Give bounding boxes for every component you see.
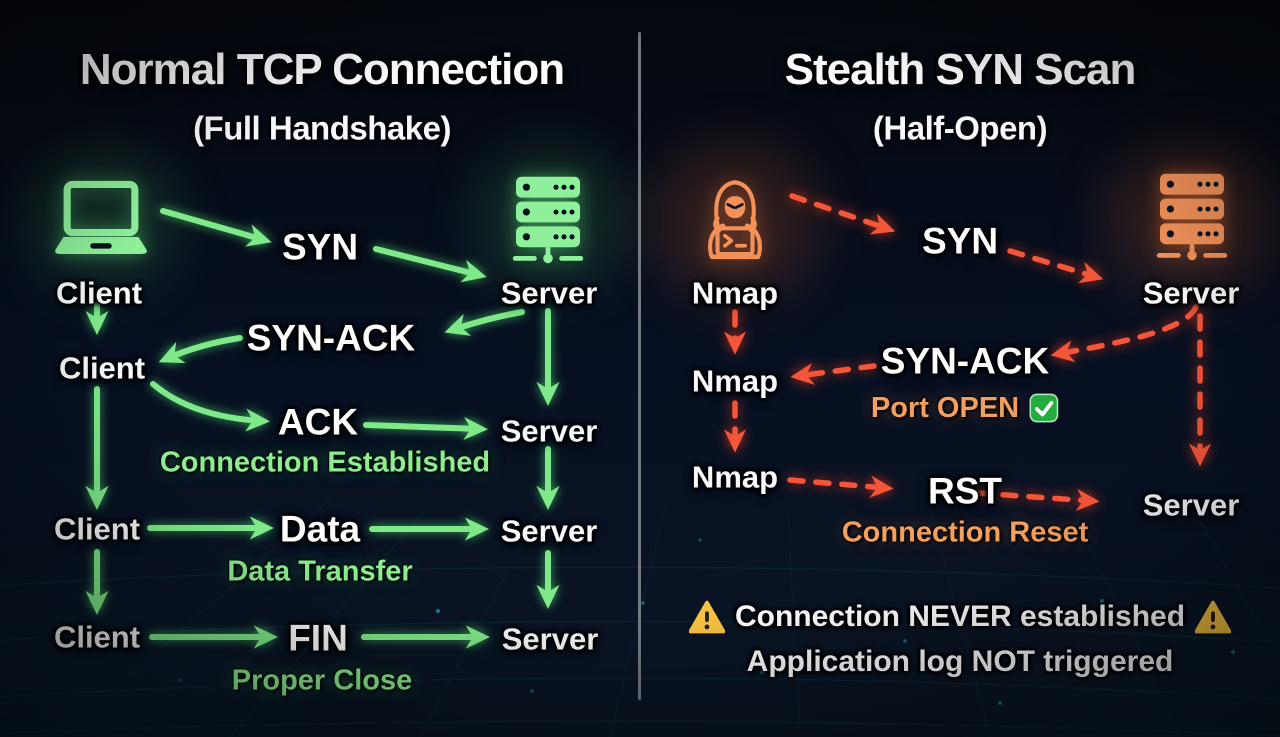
warning-line-1: Connection NEVER established (688, 600, 1232, 634)
nmap-label-1: Nmap (691, 275, 779, 311)
client-label-4: Client (53, 619, 141, 655)
message-fin: FIN (288, 617, 348, 659)
laptop-icon (52, 180, 150, 262)
left-panel-title: Normal TCP Connection (79, 45, 565, 94)
arrow-synack-nmap2 (790, 362, 877, 385)
arrow-ack-server2 (363, 416, 488, 441)
message-data: Data (279, 508, 361, 550)
caption-connection-established: Connection Established (159, 446, 491, 479)
server-label-4: Server (501, 621, 599, 657)
arrow-syn-server (373, 246, 487, 283)
message-syn-ack: SYN-ACK (880, 340, 1050, 382)
arrow-nmap3-rst (787, 475, 894, 498)
right-panel-title: Stealth SYN Scan (784, 45, 1137, 94)
arrow-client2-ack (150, 381, 270, 432)
warning-triangle-icon (688, 600, 726, 634)
arrow-syn-server (1007, 248, 1104, 284)
stealth-syn-panel: Stealth SYN Scan (Half-Open) (640, 0, 1280, 737)
client-label-2: Client (58, 350, 146, 386)
client-label-1: Client (55, 275, 143, 311)
arrow-client-syn (160, 208, 272, 247)
caption-port-open: Port OPEN (871, 393, 1059, 423)
server-label-1: Server (1142, 275, 1240, 311)
server-label-3: Server (500, 513, 598, 549)
caption-data-transfer: Data Transfer (227, 555, 413, 588)
server-label-2: Server (1142, 487, 1240, 523)
normal-tcp-panel: Normal TCP Connection (Full Handshake) (52, 45, 599, 697)
warning-text-1: Connection NEVER established (734, 600, 1186, 633)
caption-connection-reset: Connection Reset (841, 516, 1089, 549)
arrow-server-synack (444, 309, 525, 336)
arrow-server-synack (1050, 304, 1199, 363)
port-open-text: Port OPEN (870, 391, 1020, 424)
caption-proper-close: Proper Close (231, 664, 413, 697)
right-panel-subtitle: (Half-Open) (872, 109, 1048, 147)
warning-line-2: Application log NOT triggered (747, 647, 1174, 677)
arrow-nmap-syn (789, 193, 896, 235)
server-icon (508, 175, 588, 265)
message-ack: ACK (277, 401, 359, 443)
warning-triangle-icon (1194, 600, 1232, 634)
message-syn: SYN (921, 220, 999, 262)
client-label-3: Client (53, 511, 141, 547)
message-rst: RST (928, 470, 1002, 512)
message-syn: SYN (281, 226, 359, 268)
left-panel-subtitle: (Full Handshake) (193, 109, 451, 147)
check-icon (1029, 393, 1059, 423)
server-label-1: Server (500, 275, 598, 311)
server-label-2: Server (500, 413, 598, 449)
message-syn-ack: SYN-ACK (246, 317, 416, 359)
warning-text-2: Application log NOT triggered (746, 645, 1174, 678)
hacker-icon (689, 172, 781, 268)
nmap-label-2: Nmap (691, 363, 779, 399)
server-icon (1152, 172, 1232, 262)
arrow-synack-client2 (158, 335, 243, 364)
nmap-label-3: Nmap (691, 459, 779, 495)
